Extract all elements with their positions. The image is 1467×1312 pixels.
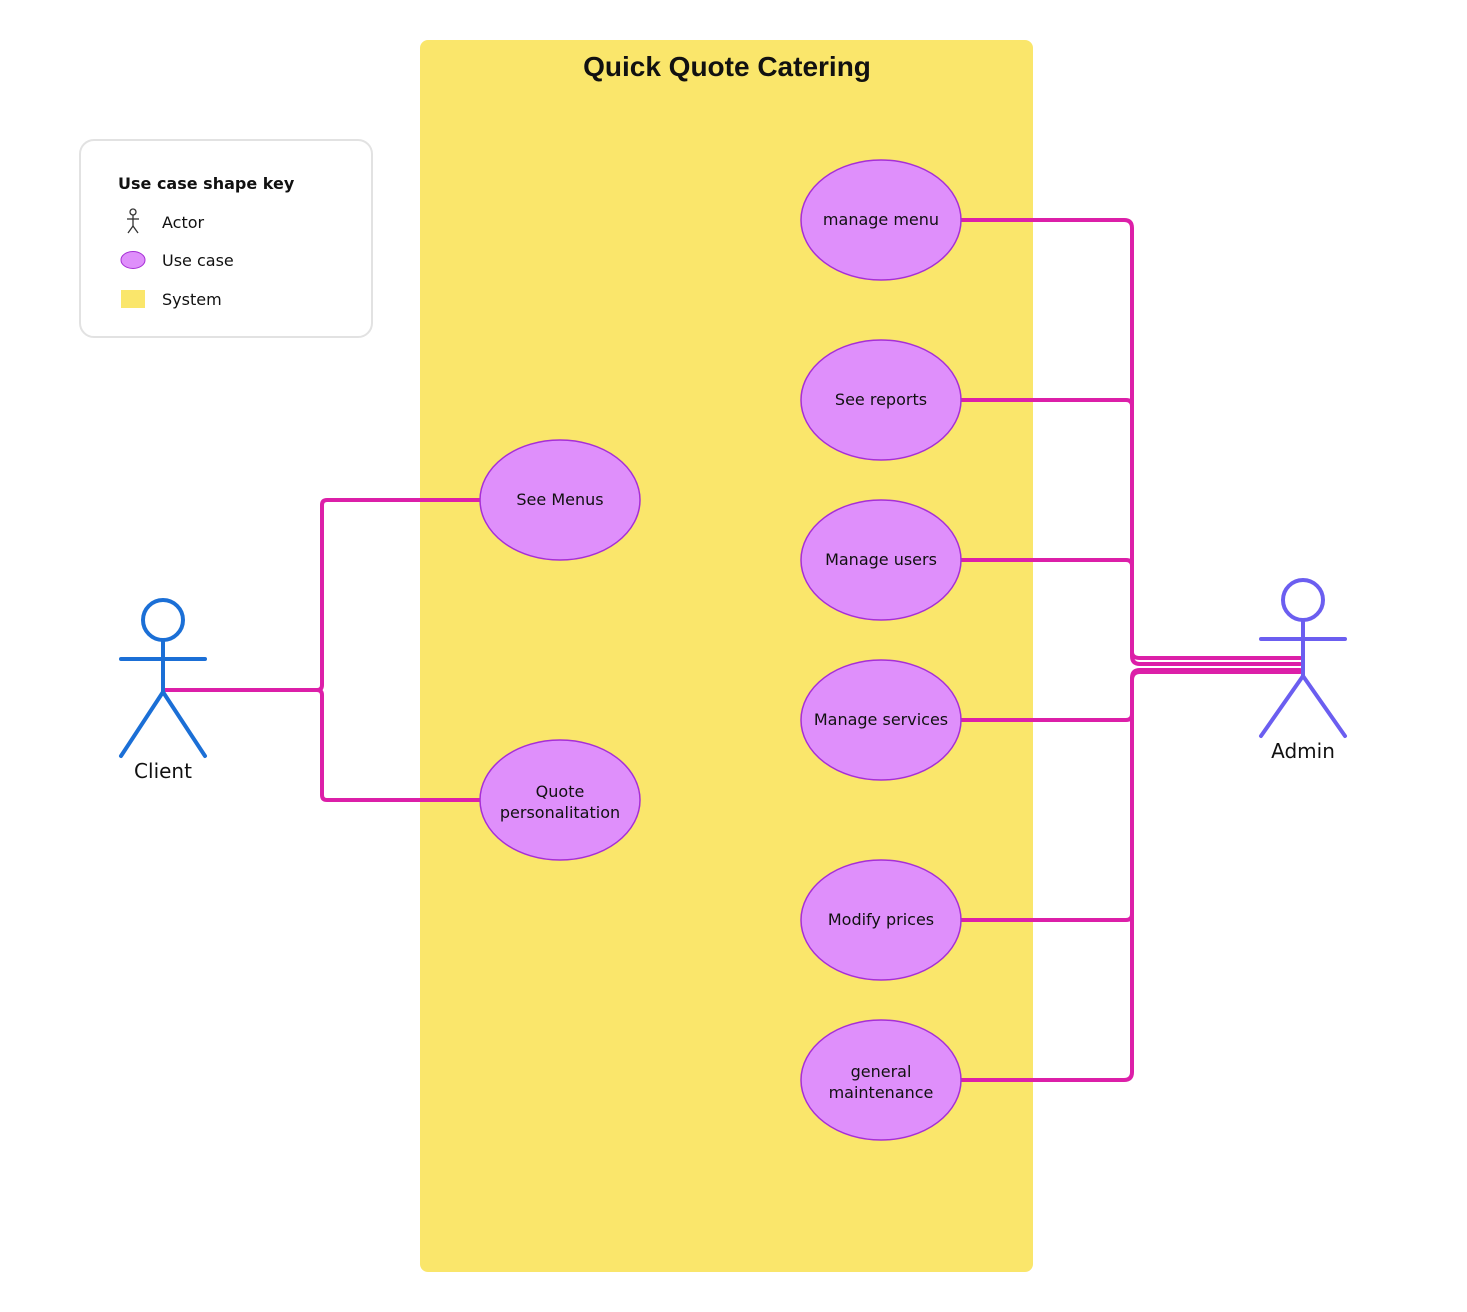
- legend-item-actor: Actor: [162, 213, 205, 232]
- connector-admin-see-reports: [960, 398, 1134, 408]
- client-actor[interactable]: Client: [119, 598, 207, 783]
- use-case-label: See Menus: [516, 490, 603, 509]
- use-case-manage-menu[interactable]: manage menu: [800, 159, 962, 281]
- legend-item-use-case: Use case: [162, 251, 234, 270]
- admin-connectors: [960, 218, 1302, 1082]
- legend-item-system: System: [162, 290, 222, 309]
- use-case-label: Modify prices: [828, 910, 934, 929]
- use-case-manage-users[interactable]: Manage users: [800, 499, 962, 621]
- connector-admin-manage-menu: [960, 218, 1302, 660]
- legend: Use case shape key Actor Use case System: [79, 139, 373, 338]
- use-case-label: Manage users: [825, 550, 937, 569]
- system-icon: [121, 290, 145, 308]
- connector-admin-manage-users: [960, 558, 1302, 666]
- client-connectors: [161, 498, 482, 802]
- use-case-general-maintenance[interactable]: general maintenance: [800, 1019, 962, 1141]
- actor-icon: [127, 208, 139, 234]
- use-case-label: Quote: [536, 782, 585, 801]
- use-case-label: personalitation: [500, 803, 620, 822]
- use-case-label: maintenance: [829, 1083, 934, 1102]
- use-case-see-reports[interactable]: See reports: [800, 339, 962, 461]
- use-case-modify-prices[interactable]: Modify prices: [800, 859, 962, 981]
- client-label: Client: [134, 759, 192, 783]
- legend-title: Use case shape key: [118, 174, 295, 193]
- use-case-manage-services[interactable]: Manage services: [800, 659, 962, 781]
- connector-admin-general-maintenance: [960, 670, 1302, 1082]
- use-case-label: See reports: [835, 390, 927, 409]
- client-head: [141, 598, 185, 642]
- admin-head: [1281, 578, 1325, 622]
- connector-client-quote: [161, 688, 482, 802]
- use-case-quote-personalitation[interactable]: Quote personalitation: [479, 739, 641, 861]
- legend-box: [79, 139, 373, 338]
- admin-label: Admin: [1271, 739, 1335, 763]
- use-case-label: Manage services: [814, 710, 948, 729]
- use-case-label: general: [851, 1062, 912, 1081]
- use-case-icon: [120, 251, 146, 269]
- admin-actor[interactable]: Admin: [1259, 578, 1347, 763]
- use-case-see-menus[interactable]: See Menus: [479, 439, 641, 561]
- use-case-label: manage menu: [823, 210, 939, 229]
- system-title: Quick Quote Catering: [583, 51, 871, 82]
